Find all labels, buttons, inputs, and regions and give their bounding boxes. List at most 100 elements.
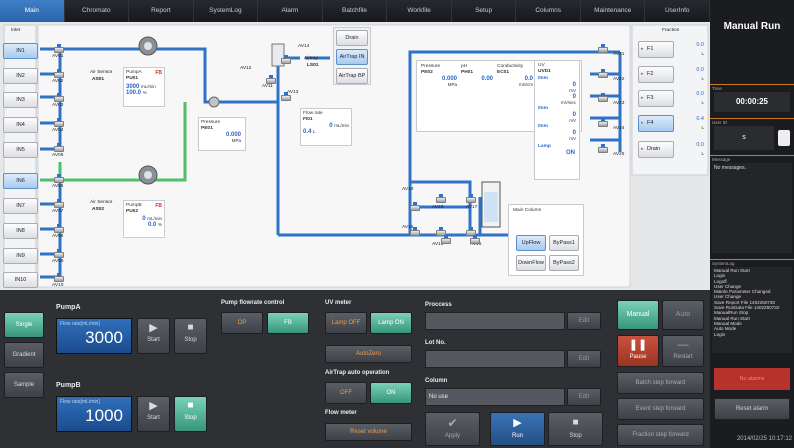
tab-systemlog[interactable]: SystemLog xyxy=(194,0,259,22)
valve-label-av07: AV07 xyxy=(52,209,64,214)
fraction-button-drain[interactable]: Drain xyxy=(638,141,674,158)
valve-icon[interactable] xyxy=(54,143,64,152)
valve-icon[interactable] xyxy=(266,75,276,84)
reset-volume-button[interactable]: Reset volume xyxy=(325,423,412,441)
reset-alarm-button[interactable]: Reset alarm xyxy=(714,398,790,420)
upflow-button[interactable]: UpFlow xyxy=(516,235,546,251)
airtrap-in-button[interactable]: AirTrap IN xyxy=(336,49,368,65)
inlet-button-in1[interactable]: IN1 xyxy=(3,43,38,59)
process-field[interactable] xyxy=(425,312,565,330)
tab-maintenance[interactable]: Maintenance xyxy=(581,0,646,22)
valve-icon[interactable] xyxy=(281,55,291,64)
valve-icon[interactable] xyxy=(281,92,291,101)
bypass1-button[interactable]: ByPass1 xyxy=(549,235,579,251)
lamp-on-button[interactable]: Lamp ON xyxy=(370,312,412,334)
pump-a-flow-value: 3000 xyxy=(85,328,123,347)
inlet-button-in5[interactable]: IN5 xyxy=(3,142,38,158)
valve-icon[interactable] xyxy=(436,227,446,236)
valve-icon[interactable] xyxy=(54,199,64,208)
fraction-button-f1[interactable]: F1 xyxy=(638,41,674,58)
valve-icon[interactable] xyxy=(54,118,64,127)
lot-field[interactable] xyxy=(425,350,565,368)
manual-button[interactable]: Manual xyxy=(617,300,659,330)
tab-userinfo[interactable]: UserInfo xyxy=(645,0,711,22)
inlet-button-in7[interactable]: IN7 xyxy=(3,198,38,214)
apply-button[interactable]: ✔Apply xyxy=(425,412,480,446)
valve-icon[interactable] xyxy=(410,227,420,236)
auto-button[interactable]: Auto xyxy=(662,300,704,330)
stop-button[interactable]: ■Stop xyxy=(548,412,603,446)
valve-icon[interactable] xyxy=(436,194,446,203)
airtrap-bp-button[interactable]: AirTrap BP xyxy=(336,68,368,84)
fraction-step-forward-button[interactable]: Fraction step forward xyxy=(617,424,704,446)
valve-icon[interactable] xyxy=(54,44,64,53)
inlet-button-in8[interactable]: IN8 xyxy=(3,223,38,239)
tab-setup[interactable]: Setup xyxy=(452,0,517,22)
process-edit-button[interactable]: Edit xyxy=(567,312,601,330)
column-field[interactable]: No use xyxy=(425,388,565,406)
inlet-button-in10[interactable]: IN10 xyxy=(3,272,38,288)
valve-icon[interactable] xyxy=(598,144,608,153)
valve-icon[interactable] xyxy=(54,249,64,258)
mode-sample-button[interactable]: Sample xyxy=(4,372,44,398)
event-step-forward-button[interactable]: Event step forward xyxy=(617,398,704,420)
inlet-button-in9[interactable]: IN9 xyxy=(3,248,38,264)
valve-icon[interactable] xyxy=(54,224,64,233)
column-edit-button[interactable]: Edit xyxy=(567,388,601,406)
valve-icon[interactable] xyxy=(54,174,64,183)
inlet-button-in4[interactable]: IN4 xyxy=(3,117,38,133)
pressure-pe01-unit: MPa xyxy=(231,138,241,143)
tab-batchfile[interactable]: Batchfile xyxy=(323,0,388,22)
valve-icon[interactable] xyxy=(598,93,608,102)
tab-report[interactable]: Report xyxy=(129,0,194,22)
valve-icon[interactable] xyxy=(410,202,420,211)
fraction-button-f3[interactable]: F3 xyxy=(638,90,674,107)
pump-b-flow-display[interactable]: Flow rate[mL/min] 1000 xyxy=(56,396,132,432)
pump-b-start-button[interactable]: ▶Start xyxy=(137,396,170,432)
tab-workfile[interactable]: Workfile xyxy=(387,0,452,22)
tab-alarm[interactable]: Alarm xyxy=(258,0,323,22)
airtrap-drain-button[interactable]: Drain xyxy=(336,30,368,46)
valve-icon[interactable] xyxy=(598,44,608,53)
batch-step-forward-button[interactable]: Batch step forward xyxy=(617,372,704,394)
fb-button[interactable]: FB xyxy=(267,312,309,334)
inlet-button-in2[interactable]: IN2 xyxy=(3,68,38,84)
valve-icon[interactable] xyxy=(466,194,476,203)
pump-a-stop-button[interactable]: ■Stop xyxy=(174,318,207,354)
user-icon[interactable] xyxy=(778,130,790,146)
fraction-button-f2[interactable]: F2 xyxy=(638,66,674,83)
lamp-off-button[interactable]: Lamp OFF xyxy=(325,312,367,334)
run-button[interactable]: ▶Run xyxy=(490,412,545,446)
valve-icon[interactable] xyxy=(598,118,608,127)
valve-icon[interactable] xyxy=(54,273,64,282)
op-button[interactable]: OP xyxy=(221,312,263,334)
pump-a-start-button[interactable]: ▶Start xyxy=(137,318,170,354)
airtrap-on-button[interactable]: ON xyxy=(370,382,412,404)
valve-icon[interactable] xyxy=(441,235,451,244)
fraction-button-f4[interactable]: F4 xyxy=(638,115,674,132)
pump-b-stop-button[interactable]: ■Stop xyxy=(174,396,207,432)
valve-icon[interactable] xyxy=(54,69,64,78)
syslog-entry: Login xyxy=(714,331,726,337)
pump-a-pct: 100.0 xyxy=(126,90,142,96)
pump-a-flow-display[interactable]: Flow rate[mL/min] 3000 xyxy=(56,318,132,354)
autozero-button[interactable]: AutoZero xyxy=(325,345,412,363)
tab-chromato[interactable]: Chromato xyxy=(65,0,130,22)
tab-columns[interactable]: Columns xyxy=(516,0,581,22)
pause-button[interactable]: ❚❚Pause xyxy=(617,335,659,367)
tab-main[interactable]: Main xyxy=(0,0,65,22)
valve-icon[interactable] xyxy=(466,227,476,236)
mode-single-button[interactable]: Single xyxy=(4,312,44,338)
valve-icon[interactable] xyxy=(54,93,64,102)
lot-edit-button[interactable]: Edit xyxy=(567,350,601,368)
inlet-button-in6[interactable]: IN6 xyxy=(3,173,38,189)
restart-button[interactable]: —Restart xyxy=(662,335,704,367)
downflow-button[interactable]: DownFlow xyxy=(516,255,546,271)
valve-icon[interactable] xyxy=(470,235,480,244)
inlet-button-in3[interactable]: IN3 xyxy=(3,92,38,108)
airtrap-off-button[interactable]: OFF xyxy=(325,382,367,404)
mode-gradient-button[interactable]: Gradient xyxy=(4,342,44,368)
valve-icon[interactable] xyxy=(598,69,608,78)
bypass2-button[interactable]: ByPass2 xyxy=(549,255,579,271)
